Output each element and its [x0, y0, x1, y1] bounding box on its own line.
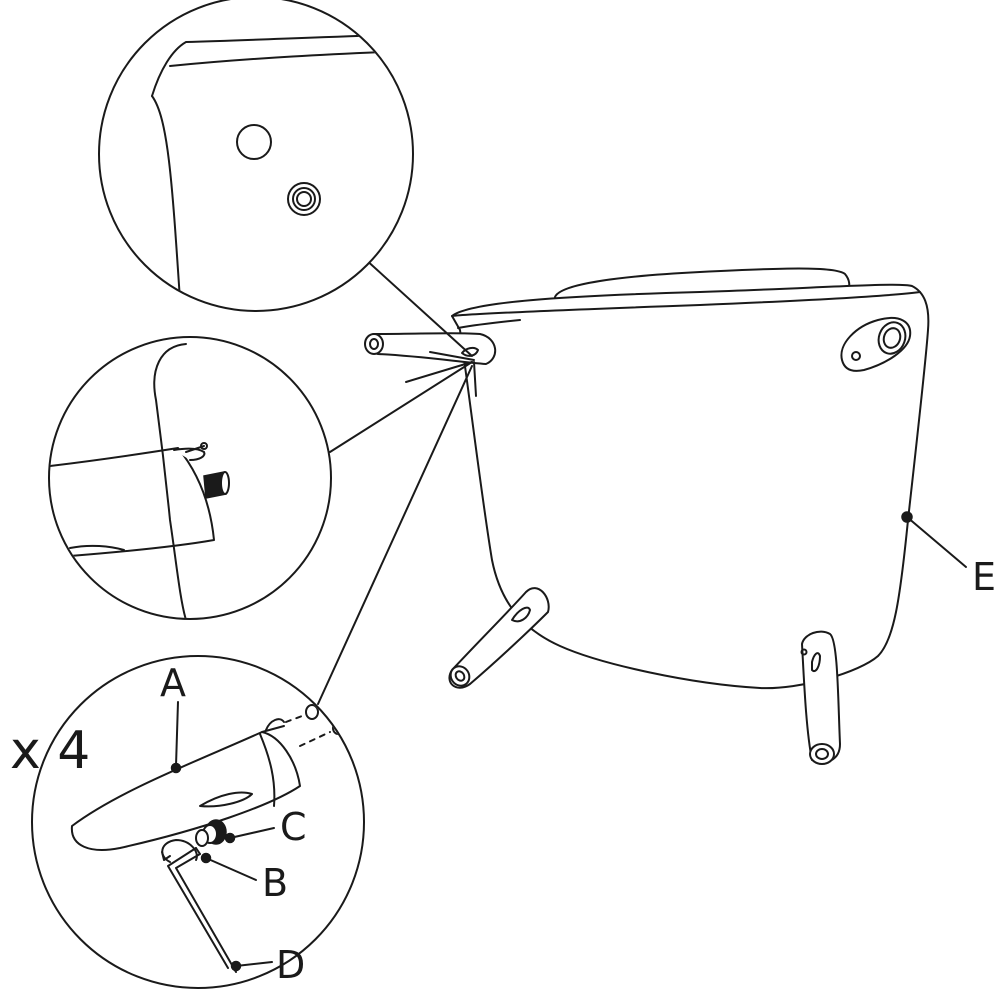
- quantity-multiplier: x 4: [10, 721, 90, 781]
- threaded-bolt: [203, 471, 230, 499]
- detail-circle-bolt: [48, 336, 332, 620]
- leg-front-right: [800, 630, 841, 765]
- part-a-marker: [170, 762, 182, 774]
- part-b-leader: [205, 857, 257, 881]
- detail-circle-leg-assembly: [31, 655, 365, 989]
- leg-top-left: [364, 332, 496, 365]
- leg-part-a: [70, 718, 301, 851]
- chair-shell: [451, 283, 930, 690]
- part-label-b: B: [262, 861, 288, 905]
- part-label-d: D: [276, 943, 305, 987]
- part-a-leader: [175, 701, 179, 767]
- leg-front-left: [448, 587, 550, 689]
- washer-part-b: [195, 829, 209, 847]
- threaded-insert: [287, 182, 321, 216]
- mounting-plate-right: [840, 317, 912, 372]
- chair-body: [451, 267, 967, 690]
- seat-cushion-edge: [554, 267, 851, 298]
- part-c-leader: [229, 827, 275, 839]
- part-c-marker: [224, 832, 236, 844]
- part-b-marker: [200, 852, 212, 864]
- part-d-marker: [230, 960, 242, 972]
- detail-circle-socket: [98, 0, 414, 312]
- part-d-leader: [235, 961, 273, 967]
- part-label-a: A: [160, 661, 186, 705]
- part-label-c: C: [280, 805, 307, 849]
- allen-key-part-d: [161, 839, 237, 973]
- part-label-e: E: [972, 555, 996, 599]
- shell-inner-line: [457, 319, 521, 329]
- part-e-leader: [906, 516, 967, 568]
- callout-lines: [317, 257, 477, 705]
- shell-rim-line: [451, 291, 921, 317]
